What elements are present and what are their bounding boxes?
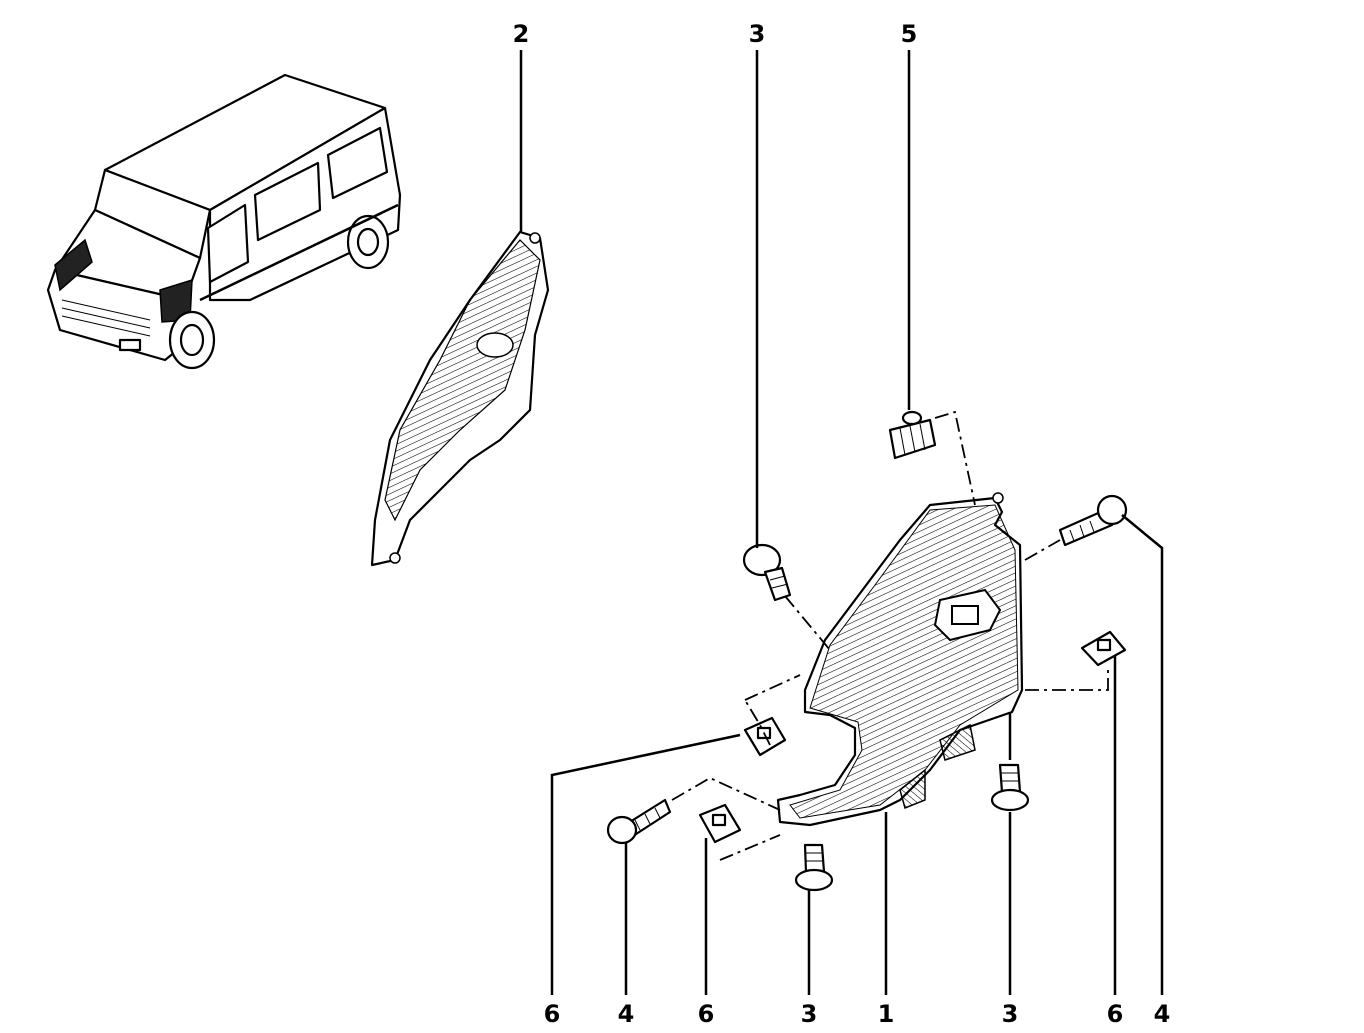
- assembly-lines: [671, 410, 1109, 861]
- grommet-5: [888, 410, 937, 460]
- clip-nut-6-right: [1080, 630, 1127, 667]
- wheel-arch-liner-part: [370, 230, 550, 567]
- callout-bottom-6-c: 6: [1107, 1000, 1124, 1028]
- leader-lines: [519, 50, 1164, 995]
- bolt-3-bottom-right: [990, 763, 1030, 812]
- van-illustration: [46, 73, 402, 370]
- callout-bottom-6-b: 6: [698, 1000, 715, 1028]
- bolt-3-bottom-left: [794, 843, 834, 892]
- callout-bottom-1: 1: [878, 1000, 895, 1028]
- screw-4-right: [1058, 494, 1128, 547]
- mud-flap-part: [776, 492, 1024, 827]
- callout-bottom-4-a: 4: [618, 1000, 635, 1028]
- bolt-3-top: [742, 543, 792, 602]
- callout-bottom-4-b: 4: [1154, 1000, 1171, 1028]
- callout-top-5: 5: [901, 20, 918, 48]
- screw-4-left: [606, 798, 672, 845]
- callout-bottom-3-b: 3: [1002, 1000, 1019, 1028]
- callout-top-3: 3: [749, 20, 766, 48]
- callout-labels: 2 3 5 6 4 6 3 1 3 6 4: [513, 20, 1171, 1028]
- callout-top-2: 2: [513, 20, 530, 48]
- callout-bottom-6-a: 6: [544, 1000, 561, 1028]
- callout-bottom-3-a: 3: [801, 1000, 818, 1028]
- clip-nut-6-left: [698, 803, 742, 844]
